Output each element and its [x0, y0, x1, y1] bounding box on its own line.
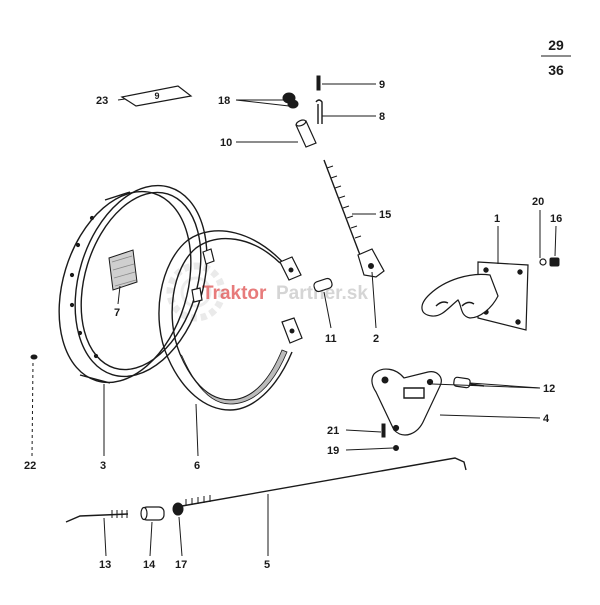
part-22-small-pin — [30, 354, 38, 360]
part-14-sleeve — [140, 506, 165, 521]
watermark: Traktor Partner.sk — [166, 262, 368, 322]
callout-7: 7 — [114, 307, 120, 319]
callout-3: 3 — [100, 460, 106, 472]
part-19-washer — [393, 445, 399, 451]
watermark-text-traktor: Traktor — [202, 283, 267, 304]
callout-17: 17 — [175, 559, 187, 571]
part-7-lining-pad — [108, 249, 138, 291]
part-3-brake-drum — [58, 184, 208, 384]
callout-16: 16 — [550, 213, 562, 225]
callout-22: 22 — [24, 460, 36, 472]
callout-1: 1 — [494, 213, 500, 225]
part-6-brake-band — [158, 230, 303, 411]
callout-19: 19 — [327, 445, 339, 457]
callout-6: 6 — [194, 460, 200, 472]
part-17-nut — [172, 502, 184, 516]
callout-13: 13 — [99, 559, 111, 571]
callout-15: 15 — [379, 209, 391, 221]
tag-plate-text: 9 — [154, 91, 159, 101]
page-ref-top: 29 — [548, 37, 564, 53]
part-10-bushing — [295, 119, 317, 148]
callout-18: 18 — [218, 95, 230, 107]
part-5-long-rod — [181, 457, 467, 507]
part-8-split-pin — [315, 99, 323, 124]
part-2-clevis — [357, 248, 385, 278]
part-18-nuts — [282, 92, 299, 109]
watermark-gear-icon — [166, 262, 226, 322]
part-16-bolt — [549, 257, 560, 267]
part-4-lever-plate — [371, 368, 442, 436]
callout-12: 12 — [543, 383, 555, 395]
page-ref-bottom: 36 — [548, 62, 564, 78]
callout-14: 14 — [143, 559, 156, 571]
callout-9: 9 — [379, 79, 385, 91]
part-23-tag-plate: 9 — [120, 85, 193, 107]
part-15-threaded-rod — [323, 159, 362, 256]
page-reference: 29 36 — [541, 37, 571, 78]
callout-8: 8 — [379, 111, 385, 123]
part-9-pin — [316, 75, 321, 91]
part-12-spring-pin — [453, 376, 485, 389]
callout-2: 2 — [373, 333, 379, 345]
callout-20: 20 — [532, 196, 544, 208]
watermark-text-partner: Partner.sk — [276, 283, 368, 304]
part-20-washer — [539, 258, 547, 266]
part-21-pin — [381, 423, 386, 438]
part-13-rod-end — [65, 510, 129, 523]
leader-lines — [31, 83, 557, 557]
callout-10: 10 — [220, 137, 232, 149]
callout-23: 23 — [96, 95, 108, 107]
callout-labels: 23 18 9 8 10 15 2 11 1 20 16 7 3 6 22 12… — [24, 79, 562, 571]
callout-4: 4 — [543, 413, 550, 425]
callout-5: 5 — [264, 559, 270, 571]
part-11-pin — [313, 277, 333, 293]
part-1-bracket — [421, 261, 529, 331]
callout-21: 21 — [327, 425, 339, 437]
callout-11: 11 — [325, 333, 337, 345]
